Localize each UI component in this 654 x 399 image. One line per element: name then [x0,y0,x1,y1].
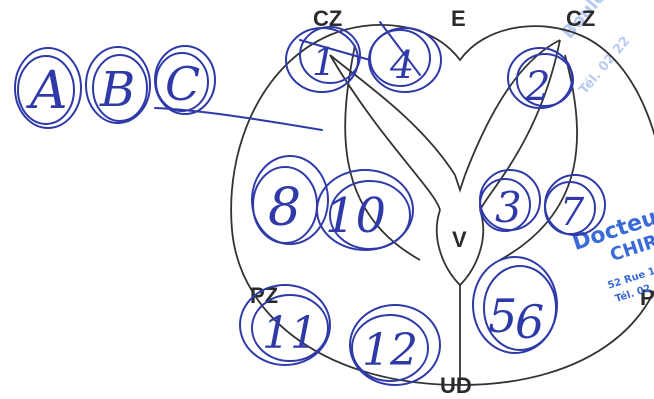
hand-3: 3 [495,183,522,232]
circle-c [154,45,216,115]
circle-a [14,47,82,129]
cz-left-curve [329,54,456,176]
hand-8: 8 [268,178,301,238]
circle-b [85,46,151,124]
circle-8 [251,155,329,245]
hand-4: 4 [389,43,414,87]
hand-2: 2 [524,64,550,110]
handwritten-annotations [14,21,606,386]
hand-7: 7 [560,190,585,234]
hand-b: B [99,62,135,118]
label-v: V [452,227,467,252]
circle-5-6 [472,256,558,354]
label-cz-right: CZ [566,6,595,31]
handwritten-glyphs: A B C 1 4 2 8 10 3 7 11 12 5 6 9 [26,40,585,376]
stamp-top-phone: Tél. 02 22 [577,34,634,98]
hand-a: A [26,61,68,121]
hand-10: 10 [325,188,386,244]
prostate-outline [230,23,654,386]
hand-5: 5 [488,289,517,343]
circle-12 [349,304,441,386]
hand-11: 11 [262,308,318,359]
label-ud: UD [440,373,472,398]
label-e: E [451,6,466,31]
hand-1: 1 [312,40,336,84]
hand-6: 6 [515,295,544,349]
circle-11 [239,284,331,366]
circle-10 [316,169,414,251]
label-p-partial: P [640,285,654,310]
hand-c: C [165,57,200,111]
pointer-line [154,107,323,131]
hand-12: 12 [362,325,418,376]
